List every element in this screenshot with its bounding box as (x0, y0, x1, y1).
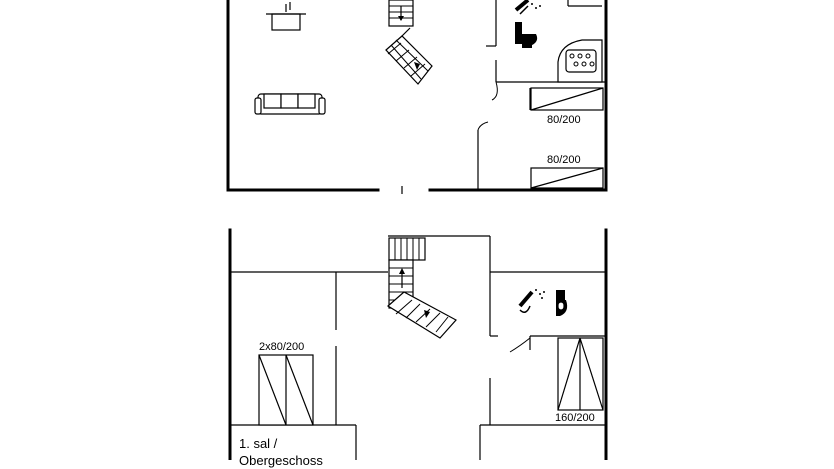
lower-staircase (386, 237, 457, 339)
bedroom-door-swing (477, 121, 489, 131)
shower-icon (514, 0, 541, 15)
floor-label-line2: Obergeschoss (239, 453, 323, 468)
bath-door-swing (491, 81, 498, 101)
bed-2-label: 80/200 (547, 154, 581, 166)
upper-plan: 80/200 80/200 (226, 0, 608, 194)
double-bed-label: 160/200 (555, 412, 595, 424)
shower-icon-lower (518, 289, 545, 313)
lower-plan: 2x80/200 160/200 (228, 228, 608, 460)
sofa-icon (254, 93, 326, 115)
floor-label-line1: 1. sal / (239, 436, 278, 451)
stove-icon (266, 2, 306, 31)
twin-bed-label: 2x80/200 (259, 341, 304, 353)
upper-outer-wall-left (226, 0, 380, 192)
twin-beds (258, 354, 314, 426)
toilet-icon-lower (556, 290, 568, 316)
tub-icon (557, 39, 603, 83)
bed-2-diagonal (530, 167, 604, 189)
bed-1-label: 80/200 (547, 114, 581, 126)
double-bed (557, 337, 604, 411)
floor-label: 1. sal / Obergeschoss (239, 435, 357, 469)
toilet-icon (515, 22, 538, 48)
upper-staircase (385, 0, 433, 85)
bed-1-diagonal (530, 87, 604, 111)
lower-bath-door-swing (509, 337, 531, 353)
